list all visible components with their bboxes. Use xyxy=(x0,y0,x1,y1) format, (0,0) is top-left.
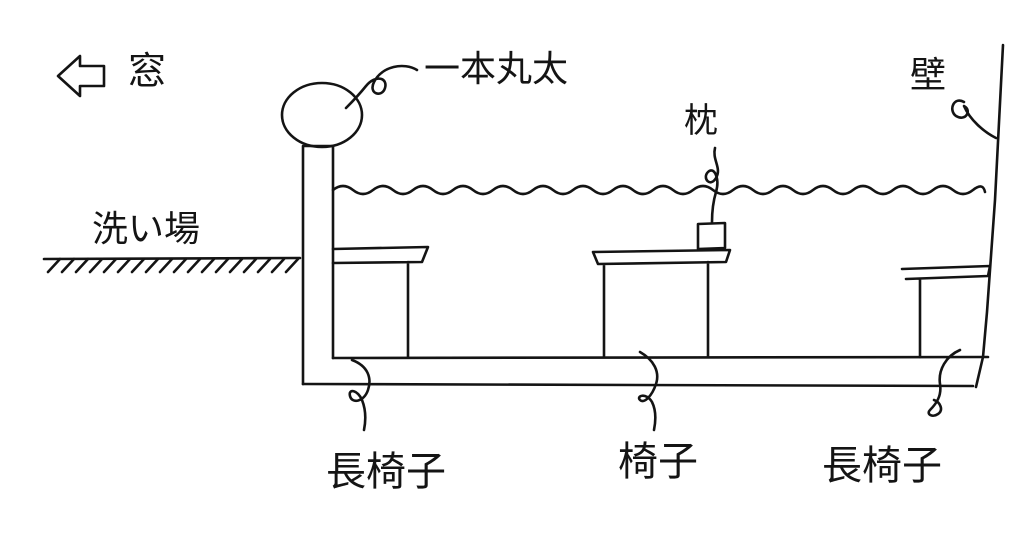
log-circle xyxy=(280,81,364,149)
center-chair-label: 椅子 xyxy=(618,439,698,485)
tub-left-wall xyxy=(301,144,335,386)
wall-label: 壁 xyxy=(910,55,947,96)
log-label: 一本丸太 xyxy=(424,49,569,90)
leader-log xyxy=(344,64,419,110)
washing-area-label: 洗い場 xyxy=(92,209,201,250)
leader-center-chair xyxy=(637,350,659,432)
center-chair xyxy=(591,248,732,359)
leader-right-bench xyxy=(927,348,962,417)
left-bench-label: 長椅子 xyxy=(326,449,446,495)
tub-floor xyxy=(301,355,990,388)
ground-hatching xyxy=(46,257,300,274)
left-arrow-icon xyxy=(56,54,106,98)
right-wall xyxy=(974,43,1005,389)
water-surface xyxy=(331,184,987,196)
right-bench-label: 長椅子 xyxy=(822,443,942,489)
pillow-label: 枕 xyxy=(684,101,718,141)
leader-pillow xyxy=(704,146,720,224)
leader-left-bench xyxy=(348,358,371,432)
pillow xyxy=(696,221,727,251)
leader-wall xyxy=(951,99,998,140)
right-bench xyxy=(900,264,992,359)
left-bench xyxy=(331,245,430,359)
window-label: 窓 xyxy=(128,49,167,93)
